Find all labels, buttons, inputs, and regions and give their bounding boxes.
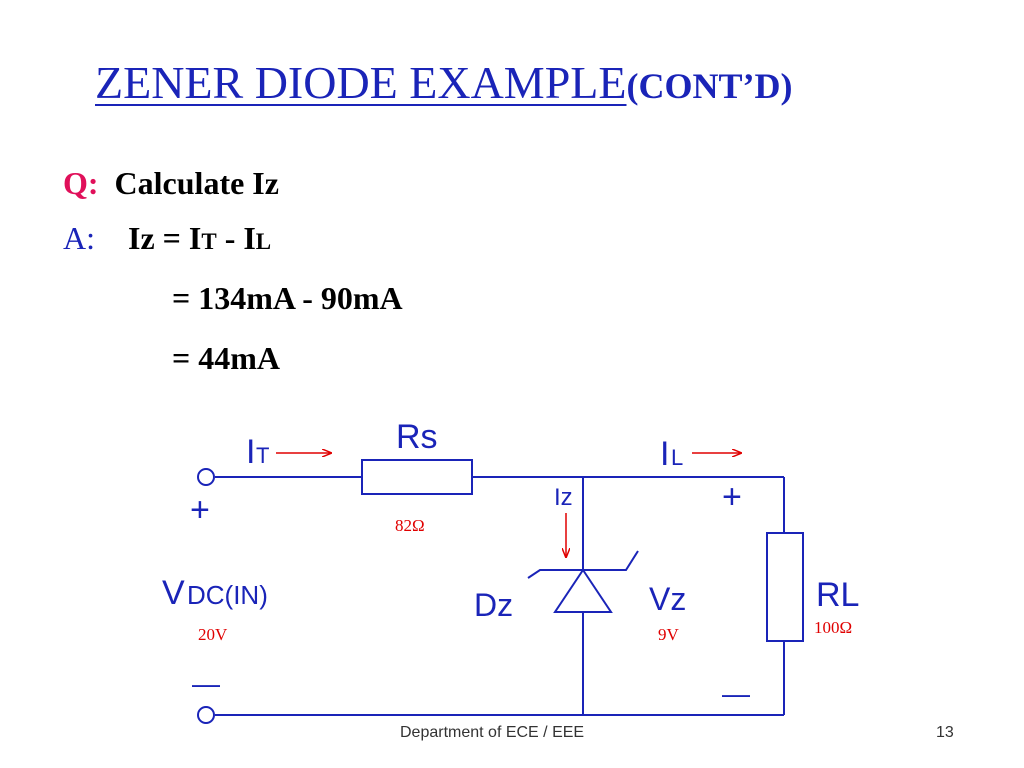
plus-left: + — [190, 491, 210, 529]
answer-line: A: Iz = IT - IL — [63, 220, 271, 257]
minus-right: — — [722, 678, 750, 709]
zener-diode-triangle — [553, 568, 613, 613]
it-label-main: I — [246, 433, 255, 471]
question-text: Calculate Iz — [114, 165, 279, 201]
equation-step-2: = 134mA - 90mA — [172, 280, 403, 316]
il-label-main: I — [660, 435, 669, 473]
zener-diode-bar — [527, 550, 639, 579]
question-line: Q: Calculate Iz — [63, 165, 279, 202]
resistor-rl — [766, 532, 804, 642]
rl-label: RL — [816, 576, 859, 614]
il-label-sub: L — [671, 445, 683, 470]
rs-value: 82Ω — [395, 516, 425, 535]
footer-department: Department of ECE / EEE — [400, 724, 585, 741]
equation-it-subscript: T — [201, 229, 217, 254]
equation-minus-i: - I — [216, 220, 256, 256]
equation-iz: Iz = I — [128, 220, 202, 256]
minus-left: — — [192, 668, 220, 699]
vdc-label-sub: DC(IN) — [187, 580, 268, 610]
answer-label: A: — [63, 220, 95, 256]
slide-title-sub: (CONT’D) — [626, 66, 793, 106]
rl-value: 100Ω — [814, 618, 852, 637]
it-label-sub: T — [256, 443, 269, 468]
vz-label: Vz — [649, 581, 686, 617]
slide-title: ZENER DIODE EXAMPLE(CONT’D) — [95, 56, 792, 109]
slide-title-main: ZENER DIODE EXAMPLE — [95, 57, 627, 108]
vdc-label-main: V — [162, 574, 185, 612]
footer-page-number: 13 — [936, 724, 954, 741]
rs-label: Rs — [396, 418, 438, 456]
plus-right: + — [722, 478, 742, 516]
question-label: Q: — [63, 165, 99, 201]
vz-value: 9V — [658, 625, 680, 644]
iz-label: Iz — [554, 484, 573, 511]
dz-label: Dz — [474, 587, 513, 623]
vdc-value: 20V — [198, 625, 228, 644]
terminal-bottom — [197, 706, 215, 724]
terminal-top — [197, 468, 215, 486]
equation-il-subscript: L — [255, 229, 272, 254]
resistor-rs — [361, 459, 473, 495]
equation-step-3: = 44mA — [172, 340, 280, 376]
